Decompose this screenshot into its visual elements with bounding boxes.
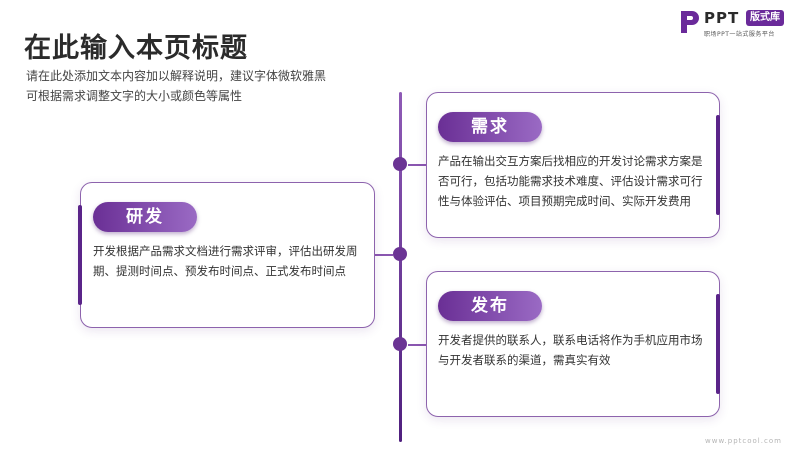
description-line-1: 请在此处添加文本内容加以解释说明，建议字体微软雅黑 — [26, 69, 327, 83]
card-release-accent-bar — [716, 294, 720, 394]
logo-mark-icon — [681, 11, 699, 33]
timeline-dot-1 — [393, 157, 407, 171]
timeline-line — [399, 92, 402, 442]
description-line-2: 可根据需求调整文字的大小或颜色等属性 — [26, 89, 243, 103]
timeline-dot-3 — [393, 337, 407, 351]
card-release-text: 开发者提供的联系人，联系电话将作为手机应用市场与开发者联系的渠道，需真实有效 — [438, 333, 703, 367]
logo-brand-text: PPT — [704, 9, 740, 27]
timeline-dot-2 — [393, 247, 407, 261]
page-title: 在此输入本页标题 — [24, 33, 248, 64]
card-release-title: 发布 — [438, 291, 542, 321]
brand-logo: PPT 版式库 职场PPT一站式服务平台 — [679, 9, 793, 39]
card-development-text: 开发根据产品需求文档进行需求评审，评估出研发周期、提测时间点、预发布时间点、正式… — [93, 244, 358, 278]
logo-badge: 版式库 — [746, 10, 784, 26]
card-development-title: 研发 — [93, 202, 197, 232]
card-requirement-title: 需求 — [438, 112, 542, 142]
page-description: 请在此处添加文本内容加以解释说明，建议字体微软雅黑 可根据需求调整文字的大小或颜… — [26, 66, 326, 106]
connector-3 — [408, 344, 426, 346]
logo-tagline: 职场PPT一站式服务平台 — [704, 31, 775, 38]
card-development-accent-bar — [78, 205, 82, 305]
connector-2 — [375, 254, 393, 256]
card-requirement-text: 产品在输出交互方案后找相应的开发讨论需求方案是否可行，包括功能需求技术难度、评估… — [438, 154, 703, 208]
connector-1 — [408, 164, 426, 166]
watermark: www.pptcool.com — [705, 437, 782, 445]
card-requirement-accent-bar — [716, 115, 720, 215]
